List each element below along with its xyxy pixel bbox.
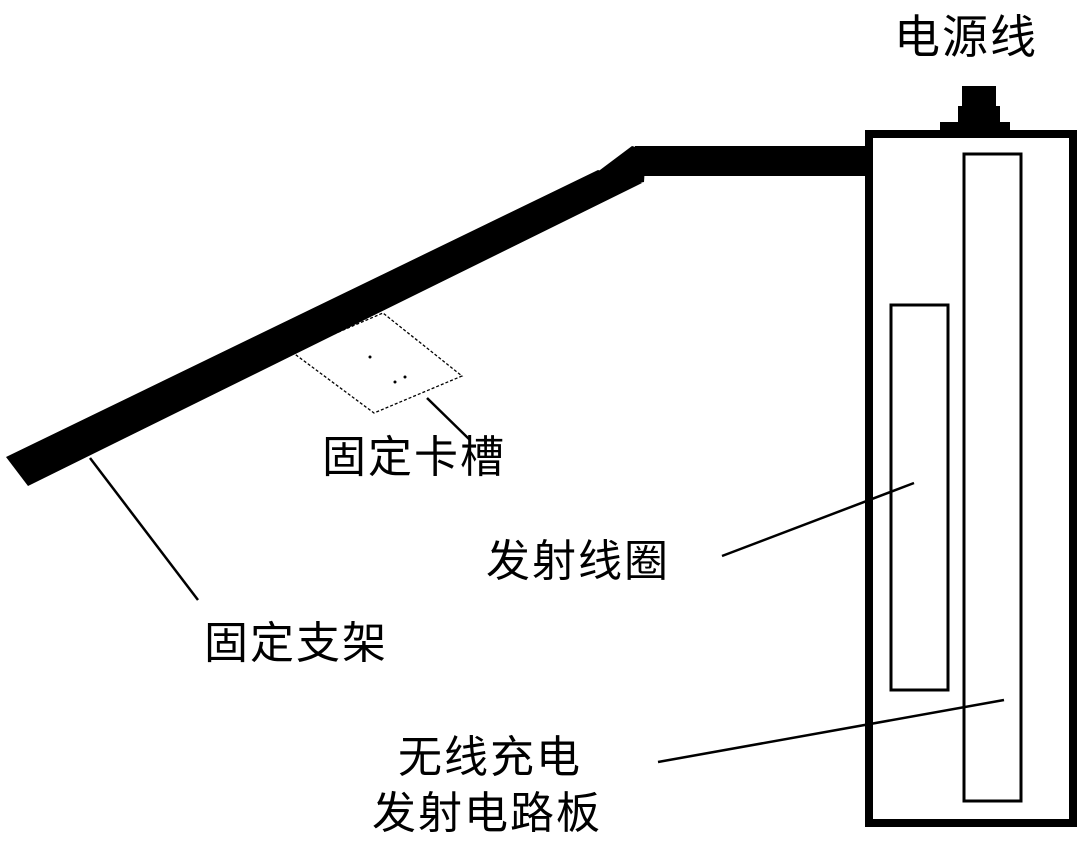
- fixing-slot-dot: [403, 375, 407, 379]
- power-cord-plug-base: [940, 122, 1010, 132]
- label-circuit-board-line1: 无线充电: [398, 732, 582, 783]
- fixing-slot: [290, 312, 464, 414]
- power-cord-plug-neck: [958, 106, 1000, 124]
- leader-line-circuit-board: [657, 698, 1005, 764]
- fixing-slot-dot: [368, 355, 372, 359]
- power-cord-plug: [962, 86, 996, 108]
- label-fixing-bracket: 固定支架: [204, 618, 388, 669]
- leader-line-fixing-bracket: [89, 457, 199, 601]
- transmit-circuit-board: [962, 152, 1023, 803]
- charger-housing: [865, 130, 1077, 827]
- transmit-coil: [889, 303, 950, 692]
- fixing-bracket-horizontal: [635, 146, 870, 176]
- fixing-bracket-elbow: [592, 146, 646, 188]
- leader-line-transmit-coil: [721, 481, 915, 558]
- label-fixing-slot: 固定卡槽: [322, 432, 506, 483]
- fixing-bracket-arm: [6, 170, 642, 486]
- label-circuit-board-line2: 发射电路板: [372, 788, 602, 839]
- fixing-slot-dot: [393, 380, 397, 384]
- label-power-cord: 电源线: [894, 10, 1038, 64]
- leader-line-fixing-slot: [426, 397, 471, 441]
- label-transmit-coil: 发射线圈: [486, 536, 670, 587]
